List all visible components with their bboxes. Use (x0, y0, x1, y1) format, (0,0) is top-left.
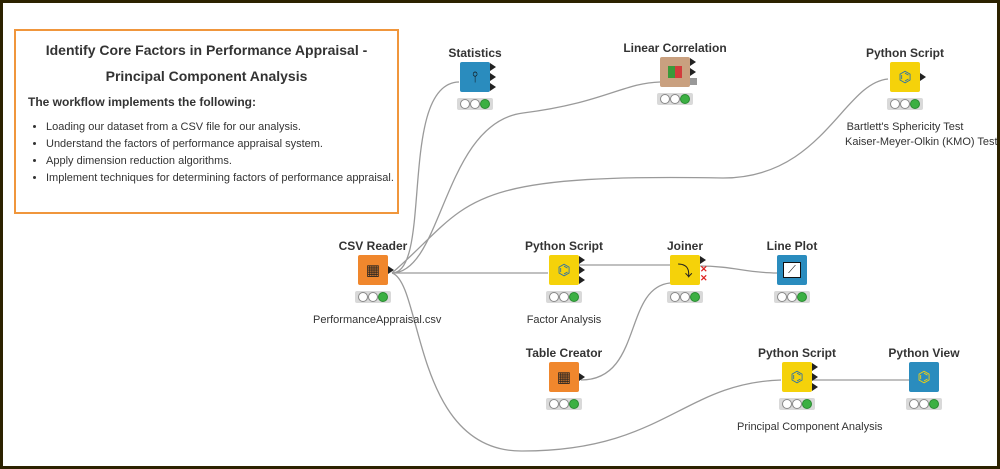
joiner-icon[interactable]: ⤵ ✕ ✕ (670, 255, 708, 285)
node-label: PerformanceAppraisal.csv (313, 314, 442, 326)
line-plot-icon[interactable]: ⟋ (777, 255, 807, 285)
node-python-script-pca[interactable]: Python Script ⌬ Principal Component Anal… (737, 344, 883, 435)
node-status (774, 291, 810, 303)
connection-csv-linear-correlation (391, 81, 661, 274)
node-label: Factor Analysis (526, 314, 602, 326)
node-joiner[interactable]: Joiner ⤵ ✕ ✕ (625, 237, 745, 303)
annotation-subtitle: The workflow implements the following: (28, 95, 257, 109)
node-python-script-bartlett[interactable]: Python Script ⌬ Bartlett's Sphericity Te… (845, 44, 998, 150)
node-label: Bartlett's Sphericity Test Kaiser-Meyer-… (845, 121, 998, 148)
node-status (546, 291, 582, 303)
connection-csv-python-bottom (391, 272, 782, 452)
table-creator-icon[interactable]: ▦ (549, 362, 585, 392)
connection-csv-statistics (391, 81, 460, 274)
node-name: Python View (888, 346, 960, 360)
node-name: Statistics (448, 46, 502, 60)
annotation-bullet: Apply dimension reduction algorithms. (46, 153, 397, 170)
node-name: Python Script (757, 346, 836, 360)
node-name: Line Plot (766, 239, 818, 253)
annotation-bullet: Loading our dataset from a CSV file for … (46, 119, 397, 136)
python-icon[interactable]: ⌬ (782, 362, 818, 392)
python-icon[interactable]: ⌬ (549, 255, 585, 285)
node-linear-correlation[interactable]: Linear Correlation (615, 39, 735, 105)
node-python-view[interactable]: Python View ⌬ (864, 344, 984, 410)
node-status (546, 398, 582, 410)
connections-layer (391, 78, 909, 452)
node-line-plot[interactable]: Line Plot ⟋ (732, 237, 852, 303)
annotation-bullet: Implement techniques for determining fac… (46, 170, 397, 187)
correlation-icon[interactable] (660, 57, 697, 87)
connection-table-creator-joiner (580, 282, 671, 381)
connection-joiner-lineplot (698, 265, 778, 274)
node-status (667, 291, 703, 303)
node-status (779, 398, 815, 410)
node-table-creator[interactable]: Table Creator ▦ (504, 344, 624, 410)
node-name: Table Creator (525, 346, 603, 360)
connection-csv-python-top (391, 78, 889, 274)
python-view-icon[interactable]: ⌬ (909, 362, 939, 392)
node-name: Python Script (524, 239, 603, 253)
node-statistics[interactable]: Statistics ⫯ (415, 44, 535, 110)
node-status (457, 98, 493, 110)
annotation-title: Identify Core Factors in Performance App… (45, 42, 368, 84)
node-name: CSV Reader (338, 239, 408, 253)
node-name: Python Script (865, 46, 944, 60)
node-status (355, 291, 391, 303)
statistics-icon[interactable]: ⫯ (460, 62, 496, 92)
workflow-annotation: Identify Core Factors in Performance App… (14, 29, 399, 214)
annotation-bullet: Understand the factors of performance ap… (46, 136, 397, 153)
node-python-script-factor-analysis[interactable]: Python Script ⌬ Factor Analysis (504, 237, 624, 328)
node-name: Linear Correlation (623, 41, 727, 55)
annotation-bullet-list: Loading our dataset from a CSV file for … (16, 119, 397, 187)
table-reader-icon[interactable]: ▦ (358, 255, 394, 285)
node-status (657, 93, 693, 105)
node-name: Joiner (666, 239, 703, 253)
node-status (906, 398, 942, 410)
node-csv-reader[interactable]: CSV Reader ▦ PerformanceAppraisal.csv (313, 237, 442, 328)
node-label: Principal Component Analysis (737, 421, 883, 433)
node-status (887, 98, 923, 110)
python-icon[interactable]: ⌬ (890, 62, 926, 92)
